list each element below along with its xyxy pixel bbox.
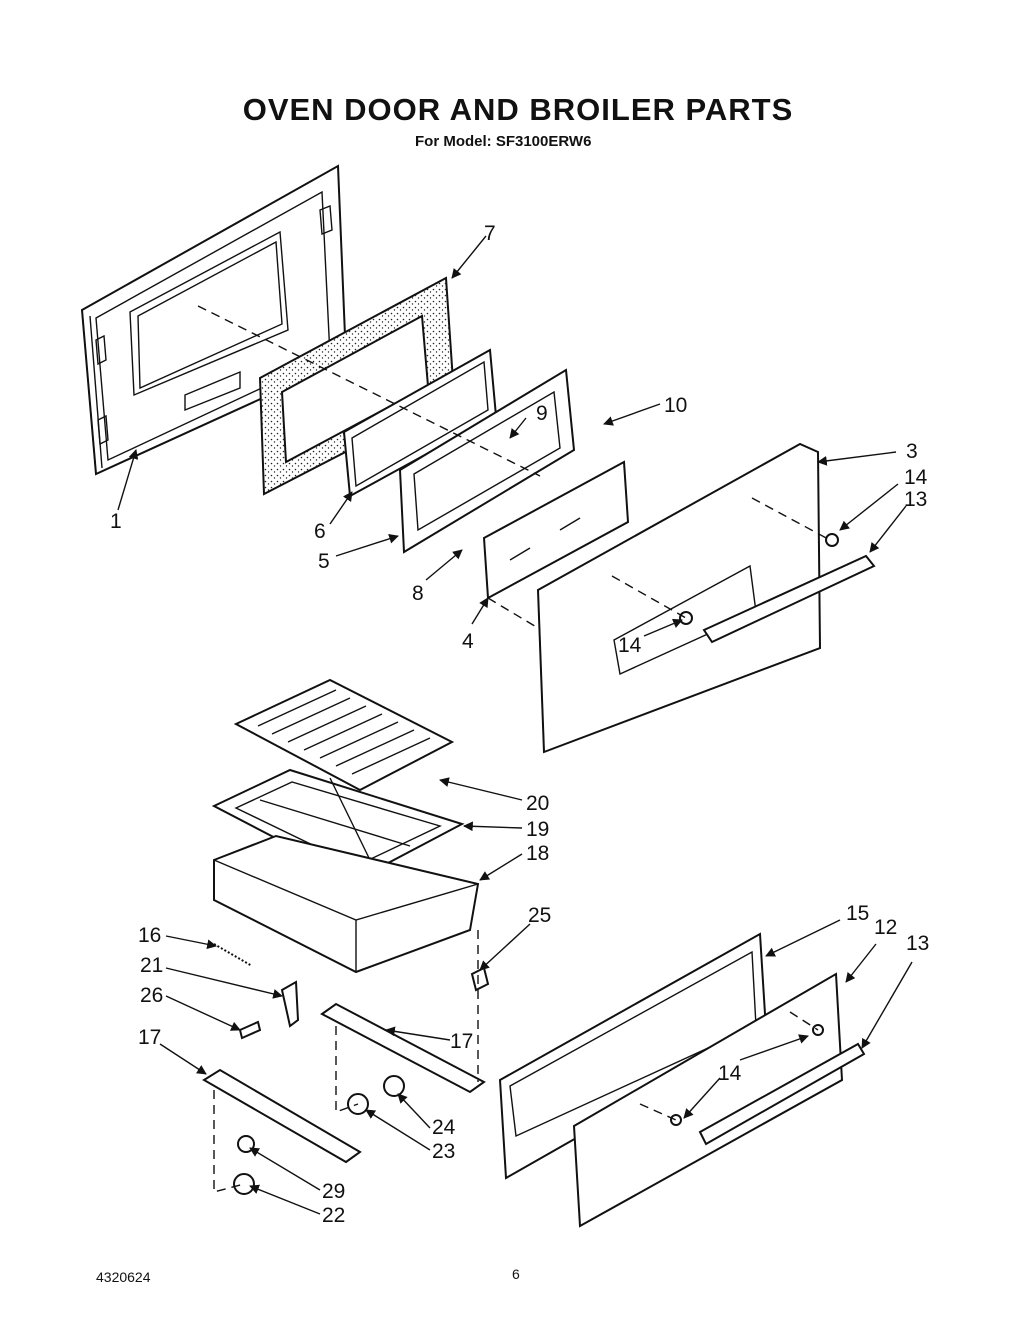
page-number: 6 xyxy=(512,1266,520,1282)
callout-13-a: 13 xyxy=(904,488,927,511)
callout-18: 18 xyxy=(526,842,549,865)
callout-9: 9 xyxy=(536,402,548,425)
callout-20: 20 xyxy=(526,792,549,815)
broiler-grid-part-20 xyxy=(233,678,455,792)
document-number: 4320624 xyxy=(96,1269,151,1285)
callout-8: 8 xyxy=(412,582,424,605)
callout-22: 22 xyxy=(322,1204,345,1227)
callout-14-b: 14 xyxy=(618,634,642,657)
broiler-pan-part-18 xyxy=(213,834,480,974)
callout-17-b: 17 xyxy=(138,1026,161,1049)
roller-part-22 xyxy=(233,1173,255,1195)
callout-10: 10 xyxy=(664,394,687,417)
clip-part-21 xyxy=(280,980,300,1028)
callout-14-a: 14 xyxy=(904,466,928,489)
broiler-handle-part-13 xyxy=(670,1024,866,1146)
outer-glass-part-4 xyxy=(482,460,630,600)
callout-7: 7 xyxy=(484,222,496,245)
broiler-door-outer-part-12 xyxy=(572,972,844,1228)
insulation-part-7 xyxy=(258,276,456,496)
roller-part-24 xyxy=(383,1075,405,1097)
callout-3: 3 xyxy=(906,440,918,463)
callout-26: 26 xyxy=(140,984,163,1007)
screw-part-26 xyxy=(238,1020,262,1040)
page-title: OVEN DOOR AND BROILER PARTS xyxy=(242,92,794,127)
leader-lines xyxy=(117,235,913,1215)
callout-24: 24 xyxy=(432,1116,456,1139)
callout-23: 23 xyxy=(432,1140,455,1163)
model-subtitle: For Model: SF3100ERW6 xyxy=(415,133,592,150)
callout-16: 16 xyxy=(138,924,161,947)
callout-labels: 1 7 6 5 8 9 10 4 3 14 13 14 20 19 18 16 … xyxy=(110,222,929,1227)
glass-frame-part-5 xyxy=(398,368,576,554)
callout-4: 4 xyxy=(462,630,474,653)
callout-19: 19 xyxy=(526,818,549,841)
callout-29: 29 xyxy=(322,1180,345,1203)
callout-14-c: 14 xyxy=(718,1062,742,1085)
broiler-rail-part-17-right xyxy=(320,1002,486,1094)
callout-17-a: 17 xyxy=(450,1030,473,1053)
callout-1: 1 xyxy=(110,510,122,533)
callout-13-b: 13 xyxy=(906,932,929,955)
door-handle-part-13 xyxy=(679,533,876,644)
callout-21: 21 xyxy=(140,954,163,977)
callout-15: 15 xyxy=(846,902,869,925)
callout-6: 6 xyxy=(314,520,326,543)
clip-part-25 xyxy=(470,966,490,992)
spring-part-16 xyxy=(213,943,253,967)
callout-5: 5 xyxy=(318,550,330,573)
callout-25: 25 xyxy=(528,904,551,927)
callout-12: 12 xyxy=(874,916,897,939)
broiler-rail-part-17-left xyxy=(202,1068,362,1164)
alignment-lines xyxy=(197,305,831,1193)
